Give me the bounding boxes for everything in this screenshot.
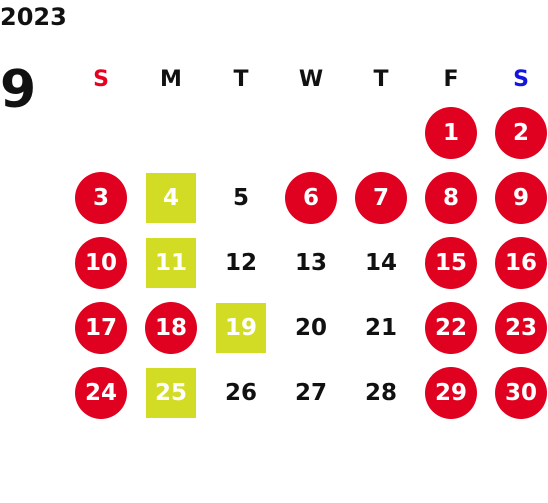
day-cell: 9 [486,165,548,230]
day-cell: 6 [276,165,346,230]
day-cell: 27 [276,360,346,425]
weekday-tuesday: T [233,67,249,92]
weekday-sunday: S [93,67,109,92]
day-special: 4 [146,172,196,223]
day-cell [66,100,136,165]
day-holiday: 1 [425,106,477,159]
day-cell: 3 [66,165,136,230]
day-holiday: 22 [425,301,477,354]
weekday-wednesday: W [298,67,324,92]
day-cell: 19 [206,295,276,360]
day-cell: 28 [346,360,416,425]
day-normal: 21 [364,314,397,341]
day-cell [136,100,206,165]
day-normal: 14 [364,249,397,276]
day-cell: 7 [346,165,416,230]
day-holiday: 24 [75,366,127,419]
day-holiday: 15 [425,236,477,289]
day-cell: 11 [136,230,206,295]
day-cell: 10 [66,230,136,295]
day-cell: 4 [136,165,206,230]
week-row: 17 18 19 20 21 22 23 [66,295,548,360]
day-cell: 12 [206,230,276,295]
day-holiday: 29 [425,366,477,419]
day-normal: 13 [294,249,327,276]
day-holiday: 10 [75,236,127,289]
day-cell: 17 [66,295,136,360]
day-cell: 24 [66,360,136,425]
day-special: 11 [146,237,196,288]
day-normal: 28 [364,379,397,406]
day-cell: 29 [416,360,486,425]
day-cell: 1 [416,100,486,165]
day-holiday: 23 [495,301,547,354]
day-special: 25 [146,367,196,418]
day-holiday: 2 [495,106,547,159]
day-cell [206,100,276,165]
weekday-header-row: S M T W T F S [66,60,548,100]
day-holiday: 30 [495,366,547,419]
weekday-friday: F [443,67,459,92]
week-row: 10 11 12 13 14 15 16 [66,230,548,295]
day-holiday: 6 [285,171,337,224]
week-row: 24 25 26 27 28 29 30 [66,360,548,425]
day-holiday: 17 [75,301,127,354]
day-holiday: 7 [355,171,407,224]
day-cell: 16 [486,230,548,295]
day-cell: 26 [206,360,276,425]
day-holiday: 8 [425,171,477,224]
day-normal: 27 [294,379,327,406]
day-normal: 26 [224,379,257,406]
day-cell: 2 [486,100,548,165]
day-cell: 18 [136,295,206,360]
day-cell: 22 [416,295,486,360]
day-cell: 23 [486,295,548,360]
day-normal: 5 [232,184,249,211]
day-cell: 15 [416,230,486,295]
weekday-thursday: T [373,67,389,92]
day-holiday: 18 [145,301,197,354]
day-cell: 21 [346,295,416,360]
weekday-monday: M [160,67,182,92]
weekday-saturday: S [513,67,529,92]
day-special: 19 [216,302,266,353]
day-cell: 25 [136,360,206,425]
calendar-month: 9 [0,60,37,120]
day-cell: 20 [276,295,346,360]
day-cell: 5 [206,165,276,230]
day-cell [276,100,346,165]
day-cell: 30 [486,360,548,425]
day-cell [346,100,416,165]
day-holiday: 3 [75,171,127,224]
day-holiday: 16 [495,236,547,289]
calendar-year: 2023 [0,3,67,31]
day-normal: 20 [294,314,327,341]
day-cell: 8 [416,165,486,230]
day-cell: 13 [276,230,346,295]
day-cell: 14 [346,230,416,295]
day-normal: 12 [224,249,257,276]
day-holiday: 9 [495,171,547,224]
